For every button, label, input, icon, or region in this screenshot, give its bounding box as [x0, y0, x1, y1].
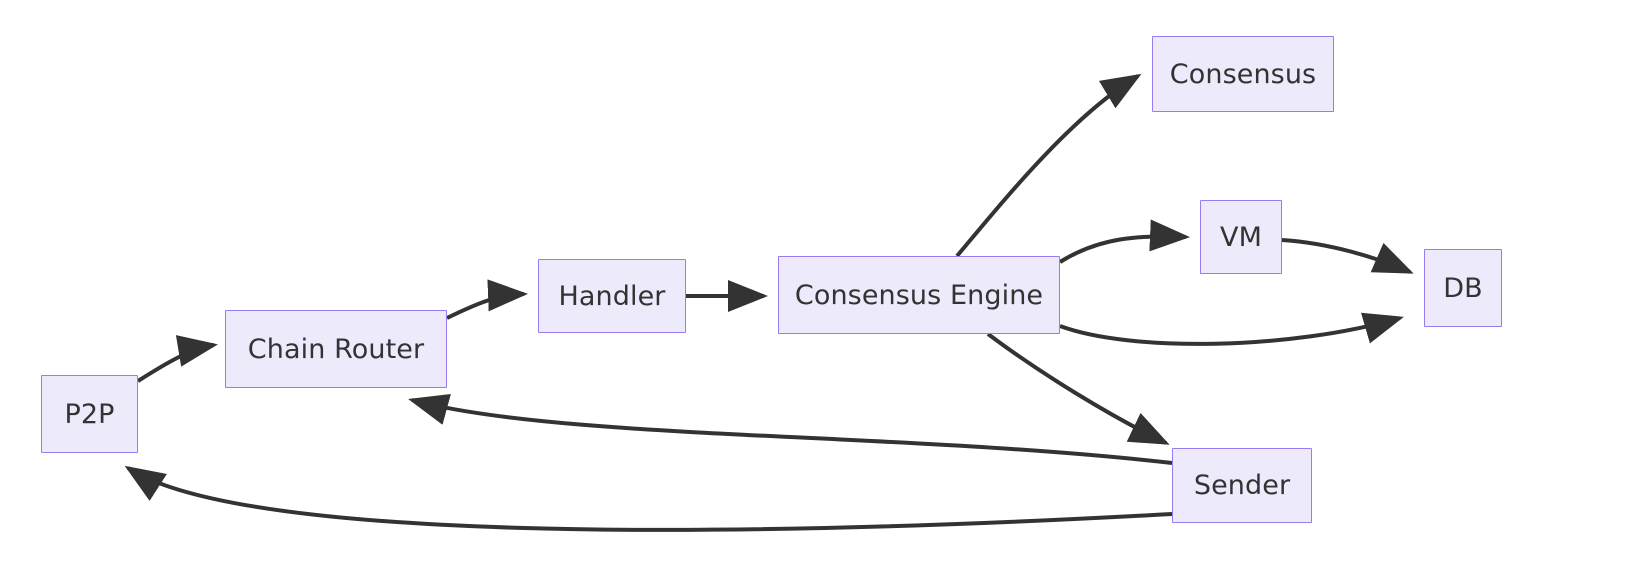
node-label-vm: VM — [1220, 221, 1262, 253]
node-label-chain-router: Chain Router — [247, 333, 425, 365]
edge-vm-to-db — [1281, 238, 1414, 274]
node-consensus[interactable]: Consensus — [1152, 36, 1334, 112]
edge-sender-to-chain-router — [408, 393, 1173, 465]
node-label-sender: Sender — [1193, 470, 1291, 501]
edge-consensus-engine-to-consensus — [955, 73, 1142, 258]
node-label-p2p: P2P — [64, 398, 115, 430]
node-handler[interactable]: Handler — [538, 259, 686, 333]
node-label-handler: Handler — [558, 280, 666, 312]
node-db[interactable]: DB — [1424, 249, 1502, 327]
node-p2p[interactable]: P2P — [41, 375, 138, 453]
node-label-consensus: Consensus — [1169, 58, 1317, 90]
node-consensus-engine[interactable]: Consensus Engine — [778, 256, 1060, 334]
edge-consensus-engine-to-sender — [986, 332, 1170, 445]
node-vm[interactable]: VM — [1200, 200, 1282, 274]
node-label-db: DB — [1443, 272, 1483, 304]
edge-chain-router-to-handler — [446, 279, 528, 320]
edge-sender-to-p2p — [124, 465, 1173, 532]
edge-consensus-engine-to-vm — [1058, 219, 1190, 264]
edge-p2p-to-chain-router — [136, 335, 218, 383]
node-label-consensus-engine: Consensus Engine — [794, 279, 1044, 311]
node-sender[interactable]: Sender — [1172, 448, 1312, 523]
node-chain-router[interactable]: Chain Router — [225, 310, 447, 388]
edge-consensus-engine-to-db — [1059, 312, 1404, 346]
